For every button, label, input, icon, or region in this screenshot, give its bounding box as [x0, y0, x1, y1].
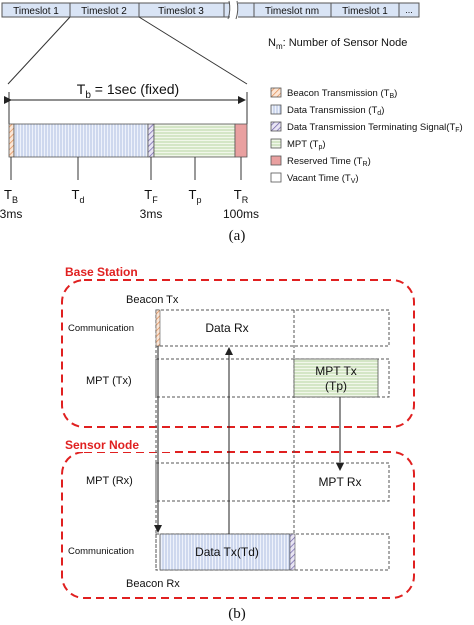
row-label-mpt-rx: MPT (Rx) [86, 475, 133, 487]
legend-swatch-data [270, 104, 282, 115]
mpt-tx-label-line2: (Tp) [325, 379, 347, 393]
legend-label-beacon: Beacon Transmission (TB) [287, 88, 397, 100]
beacon-rx-label: Beacon Rx [126, 578, 180, 590]
beacon-tx-label: Beacon Tx [126, 294, 179, 306]
segment-data [13, 123, 149, 158]
legend-label-reserved: Reserved Time (TR) [287, 156, 371, 168]
legend-swatch-beacon [270, 87, 282, 98]
legend-swatch-vacant [270, 172, 282, 183]
timing-grid [155, 309, 390, 571]
timeslot-label-2: Timeslot 2 [81, 6, 127, 17]
mpt-rx-label: MPT Rx [318, 475, 361, 489]
legend-label-mpt: MPT (Tp) [287, 139, 326, 151]
nm-note: Nm: Number of Sensor Node [268, 37, 407, 51]
data-rx-label: Data Rx [205, 321, 248, 335]
row-label-communication-top: Communication [68, 323, 134, 334]
legend: Beacon Transmission (TB) Data Transmissi… [270, 87, 463, 185]
marker-label-td: Td [72, 187, 85, 205]
base-station-group [61, 279, 415, 428]
segment-mpt [153, 123, 236, 158]
segment-terminating [147, 123, 155, 158]
tb-label: Tb = 1sec (fixed) [77, 81, 179, 101]
legend-swatch-reserved [270, 155, 282, 166]
timeslot-cell-more [398, 2, 420, 18]
legend-swatch-terminating [270, 121, 282, 132]
break-mark [227, 0, 239, 20]
base-station-label: Base Station [65, 265, 138, 279]
timeline-markers: TB Td TF Tp TR 3ms 3ms 100ms [0, 157, 259, 221]
marker-label-tb: TB [4, 187, 18, 205]
segment-beacon [8, 123, 15, 158]
terminating-block [289, 533, 296, 571]
break-gap [230, 1, 238, 19]
zoom-line-left [7, 16, 71, 85]
mpt-tx-label-line1: MPT Tx [315, 364, 357, 378]
legend-label-terminating: Data Transmission Terminating Signal(TF) [287, 122, 463, 134]
data-tx-label: Data Tx(Td) [195, 545, 259, 559]
marker-label-tp: Tp [189, 187, 202, 205]
timeslot-ellipsis: ... [405, 5, 413, 15]
caption-b: (b) [228, 606, 246, 622]
timeslot-label-nm: Timeslot nm [265, 6, 319, 17]
timeslot-bar: Timeslot 1 Timeslot 2 Timeslot 3 Timeslo… [1, 0, 420, 20]
sensor-node-group [61, 451, 415, 599]
base-station-label-bg [62, 265, 170, 279]
sensor-node-label-bg [62, 438, 172, 452]
legend-label-vacant: Vacant Time (TV) [287, 173, 359, 185]
timeslot-label-3: Timeslot 3 [158, 6, 204, 17]
row-label-communication-bottom: Communication [68, 546, 134, 557]
marker-label-tr: TR [234, 187, 249, 205]
segment-reserved [234, 123, 248, 158]
row-frame-communication-top [155, 309, 390, 347]
legend-label-data: Data Transmission (Td) [287, 105, 384, 117]
row-label-mpt-tx: MPT (Tx) [86, 375, 132, 387]
mpt-tx-block [293, 358, 379, 398]
timeslot-cell-gap [223, 2, 255, 18]
legend-swatch-mpt [270, 138, 282, 149]
caption-a: (a) [229, 228, 246, 244]
marker-value-tf: 3ms [140, 207, 163, 221]
zoom-line-right [138, 16, 248, 85]
marker-label-tf: TF [144, 187, 158, 205]
timeslot-label-1b: Timeslot 1 [342, 6, 388, 17]
superframe [8, 123, 248, 158]
marker-value-tb: 3ms [0, 207, 22, 221]
timeslot-label-1: Timeslot 1 [13, 6, 59, 17]
sensor-node-label: Sensor Node [65, 438, 139, 452]
beacon-tx-block [155, 309, 161, 347]
marker-value-tr: 100ms [223, 207, 259, 221]
